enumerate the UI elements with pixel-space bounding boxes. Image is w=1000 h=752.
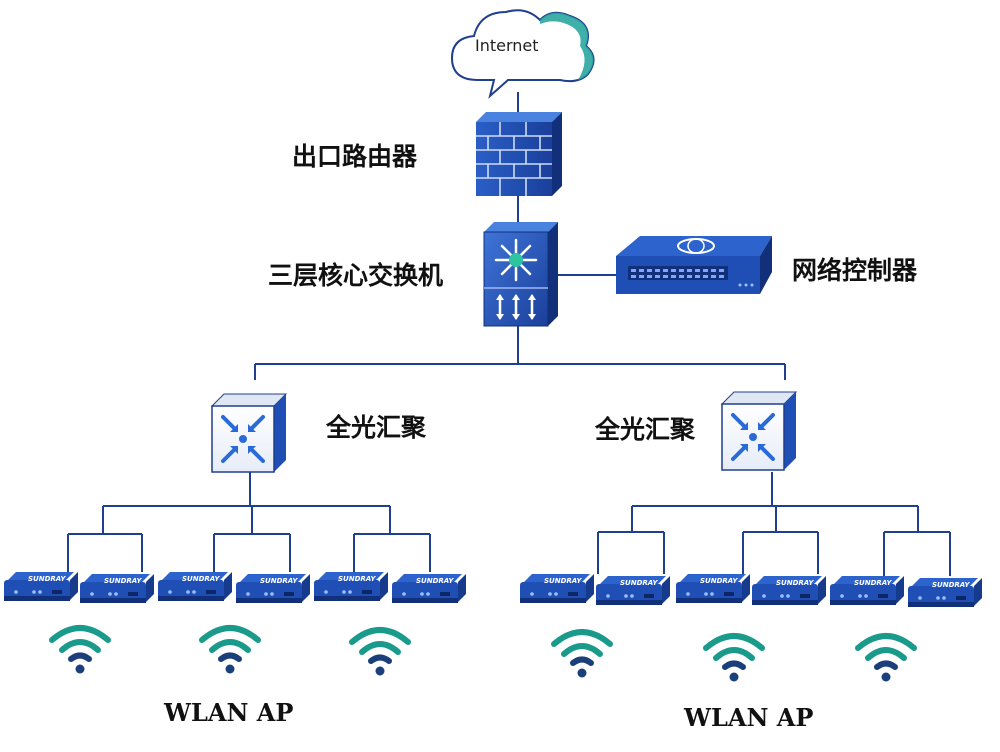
core-switch-label: 三层核心交换机: [268, 261, 444, 290]
ap-brand-text: SUNDRAY: [260, 577, 298, 585]
ap-brand-text: SUNDRAY: [776, 579, 814, 587]
access-point-group-left: [4, 572, 466, 603]
wifi-icon: [858, 636, 914, 682]
firewall-icon: [476, 112, 562, 196]
aggregation-switch-icon: [720, 390, 798, 472]
wifi-icon: [352, 630, 408, 676]
ap-brand-text: SUNDRAY: [620, 579, 658, 587]
ap-brand-text: SUNDRAY: [338, 575, 376, 583]
ap-brand-text: SUNDRAY: [700, 577, 738, 585]
wlan-ap-label-right: WLAN AP: [684, 703, 814, 732]
aggregation-label-left: 全光汇聚: [326, 413, 427, 442]
wlan-ap-label-left: WLAN AP: [164, 698, 294, 727]
router-label: 出口路由器: [292, 142, 418, 171]
ap-brand-text: SUNDRAY: [104, 577, 142, 585]
ap-brand-text: SUNDRAY: [854, 579, 892, 587]
internet-label: Internet: [475, 36, 539, 55]
controller-icon: [616, 236, 772, 294]
connection-lines: [67, 92, 951, 576]
controller-label: 网络控制器: [792, 256, 918, 285]
ap-brand-labels: SUNDRAY SUNDRAY SUNDRAY SUNDRAY SUNDRAY …: [28, 575, 970, 589]
wifi-icon: [706, 636, 762, 682]
access-point-group-right: [520, 574, 982, 607]
ap-brand-text: SUNDRAY: [932, 581, 970, 589]
wifi-icon: [554, 632, 610, 678]
ap-brand-text: SUNDRAY: [544, 577, 582, 585]
aggregation-label-right: 全光汇聚: [595, 415, 696, 444]
aggregation-switch-icon: [210, 392, 288, 474]
ap-brand-text: SUNDRAY: [182, 575, 220, 583]
ap-brand-text: SUNDRAY: [28, 575, 66, 583]
cloud-icon: [450, 9, 595, 99]
wifi-icon: [52, 628, 108, 674]
ap-brand-text: SUNDRAY: [416, 577, 454, 585]
core-switch-icon: [483, 222, 558, 327]
wifi-icon: [202, 628, 258, 674]
